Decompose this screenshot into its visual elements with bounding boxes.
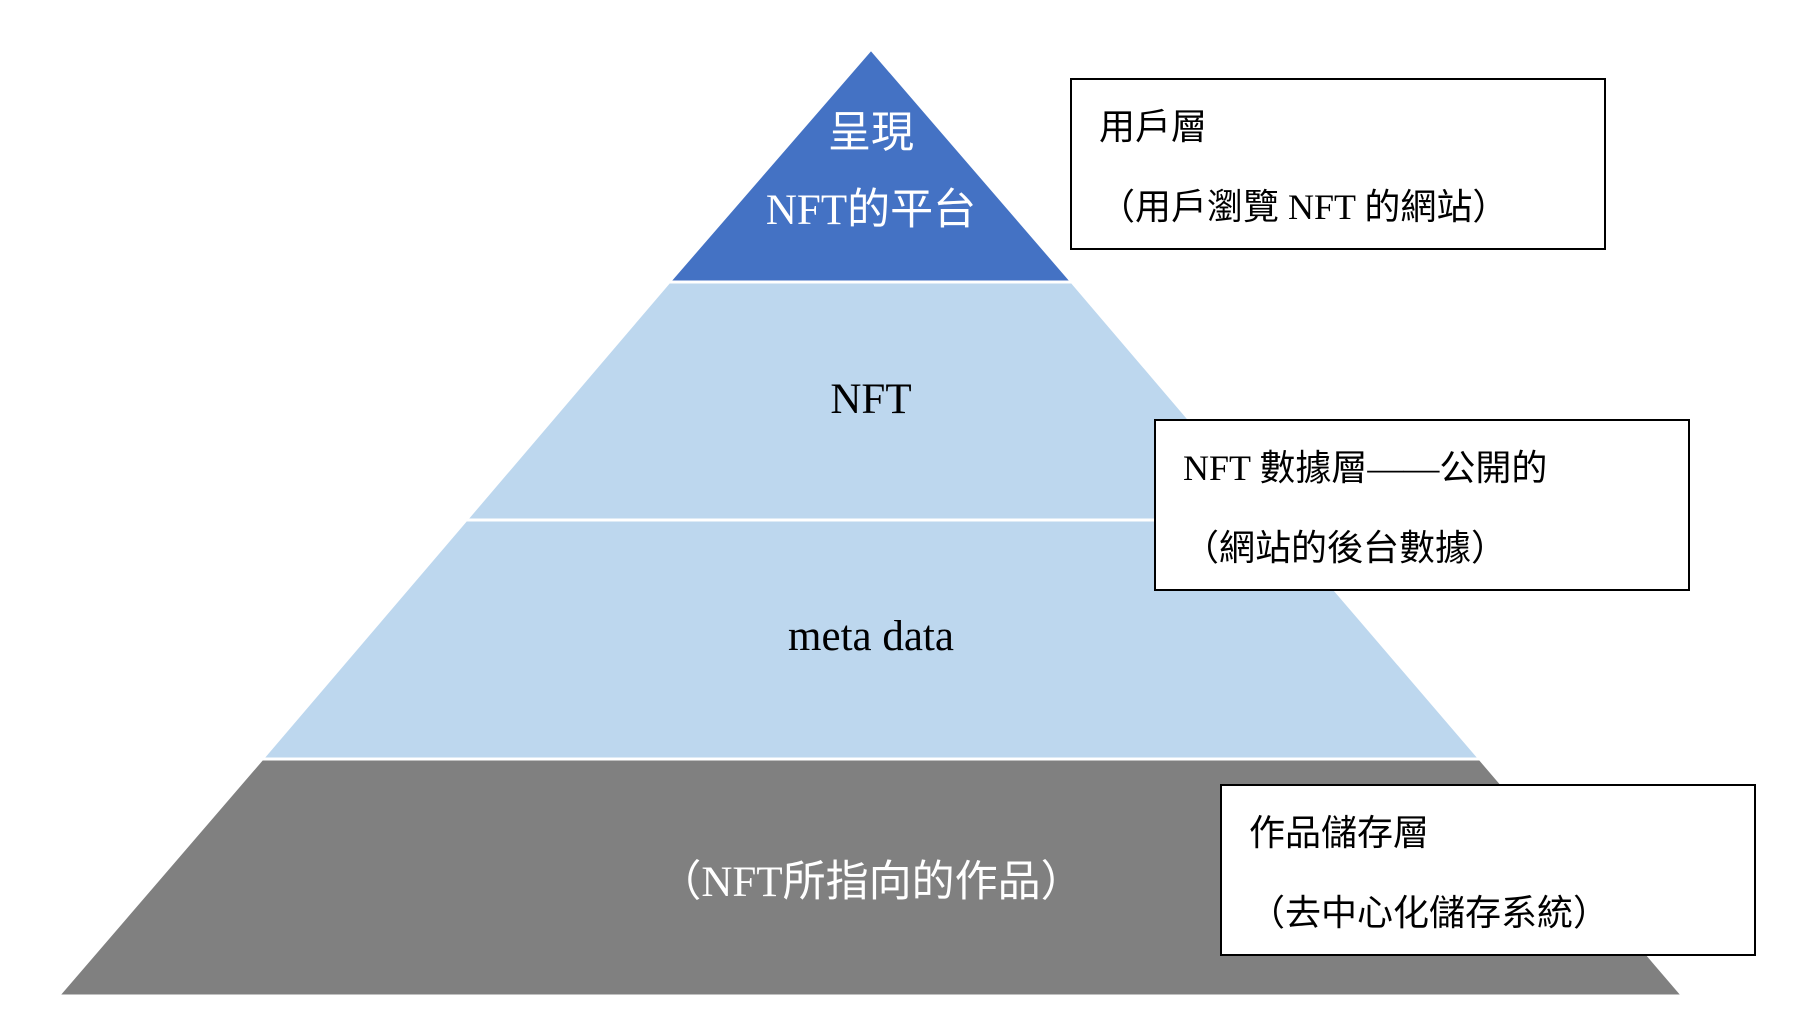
- platform-label-line1: 呈現: [828, 110, 914, 157]
- user-layer-subtitle: （用戶瀏覽 NFT 的網站）: [1099, 187, 1509, 227]
- artwork-layer-label: （NFT所指向的作品）: [658, 859, 1084, 906]
- data-layer-note: NFT 數據層——公開的 （網站的後台數據）: [1154, 419, 1690, 591]
- storage-layer-subtitle: （去中心化儲存系統）: [1249, 893, 1610, 933]
- user-layer-note: 用戶層 （用戶瀏覽 NFT 的網站）: [1070, 78, 1606, 250]
- platform-label-line2: NFT的平台: [765, 187, 977, 234]
- pyramid-tier-platform: [665, 46, 1076, 284]
- storage-layer-note: 作品儲存層 （去中心化儲存系統）: [1220, 784, 1756, 956]
- user-layer-title: 用戶層: [1099, 107, 1208, 147]
- metadata-layer-label: meta data: [788, 613, 954, 660]
- storage-layer-title: 作品儲存層: [1249, 813, 1430, 853]
- nft-layer-label: NFT: [830, 376, 912, 423]
- data-layer-title: NFT 數據層——公開的: [1183, 448, 1548, 488]
- data-layer-subtitle: （網站的後台數據）: [1183, 528, 1508, 568]
